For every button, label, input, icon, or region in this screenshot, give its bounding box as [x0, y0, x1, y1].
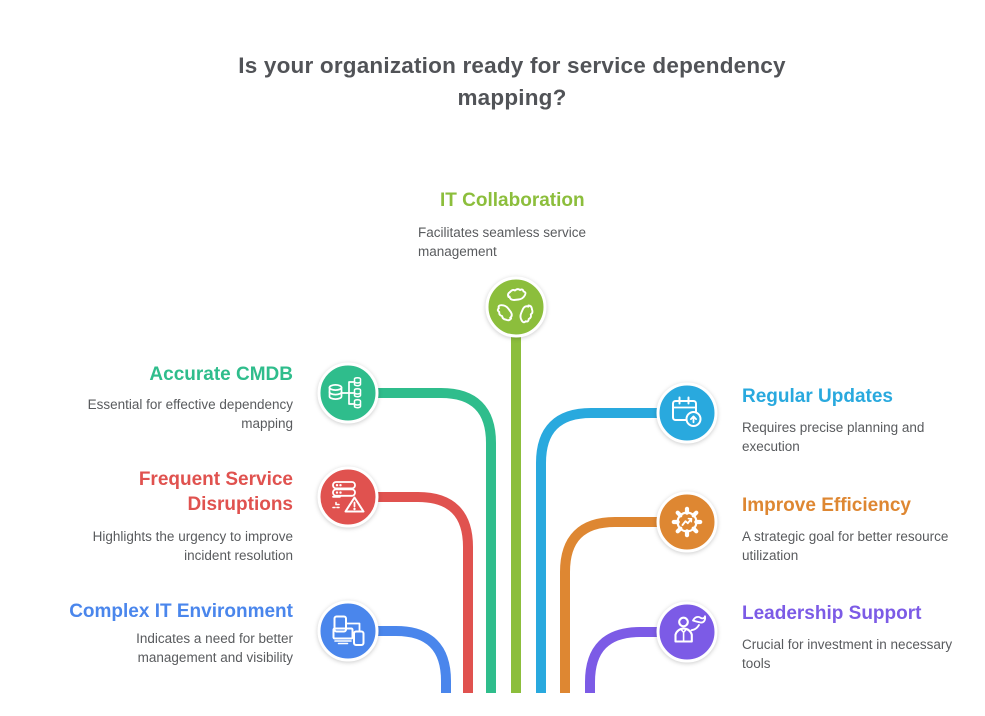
- improve-efficiency-node: [656, 491, 718, 553]
- connector-improve-efficiency: [560, 517, 687, 693]
- branch-description-regular-updates: Requires precise planning and execution: [742, 420, 925, 454]
- connector-accurate-cmdb: [348, 388, 496, 693]
- branch-description-it-collaboration: Facilitates seamless service management: [418, 225, 587, 259]
- accurate-cmdb-node: [317, 362, 379, 424]
- branch-description-accurate-cmdb: Essential for effective dependency mappi…: [87, 397, 293, 431]
- person-flag-icon: [674, 615, 707, 643]
- phone-shape: [353, 630, 365, 646]
- branch-description-improve-efficiency: A strategic goal for better resource uti…: [742, 529, 949, 563]
- database-mapping-icon: [328, 376, 362, 409]
- regular-updates-circle: [656, 382, 718, 444]
- connector-frequent-service-disruptions: [348, 492, 473, 693]
- branch-heading-regular-updates: Regular Updates: [742, 386, 893, 407]
- branch-description-frequent-service-disruptions: Highlights the urgency to improve incide…: [92, 529, 293, 563]
- branch-description-leadership-support: Crucial for investment in necessary tool…: [742, 637, 953, 671]
- branch-heading-it-collaboration: IT Collaboration: [440, 190, 585, 211]
- branch-heading-accurate-cmdb: Accurate CMDB: [149, 364, 293, 385]
- connected-devices-icon: [332, 615, 365, 646]
- connector-leadership-support: [585, 627, 687, 693]
- hands-collaboration-icon: [496, 288, 534, 324]
- gear-trend-icon: [671, 506, 703, 538]
- connector-complex-it-environment: [348, 626, 451, 693]
- complex-it-environment-circle: [317, 600, 379, 662]
- branch-heading-leadership-support: Leadership Support: [742, 603, 922, 624]
- page-title: Is your organization ready for service d…: [238, 53, 786, 110]
- regular-updates-node: [656, 382, 718, 444]
- branch-heading-frequent-service-disruptions: Frequent Service Disruptions: [138, 469, 293, 515]
- server-alert-icon: [332, 481, 365, 513]
- leadership-support-circle: [656, 601, 718, 663]
- branch-heading-improve-efficiency: Improve Efficiency: [742, 495, 911, 516]
- complex-it-environment-node: [317, 600, 379, 662]
- leadership-support-node: [656, 601, 718, 663]
- it-collaboration-node: [485, 276, 547, 338]
- branch-description-complex-it-environment: Indicates a need for better management a…: [136, 631, 293, 665]
- connector-lines: [348, 307, 687, 693]
- frequent-service-disruptions-circle: [317, 466, 379, 528]
- connector-regular-updates: [536, 408, 687, 693]
- branch-heading-complex-it-environment: Complex IT Environment: [69, 601, 293, 622]
- it-collaboration-circle: [485, 276, 547, 338]
- calendar-upload-icon: [672, 396, 702, 427]
- frequent-service-disruptions-node: [317, 466, 379, 528]
